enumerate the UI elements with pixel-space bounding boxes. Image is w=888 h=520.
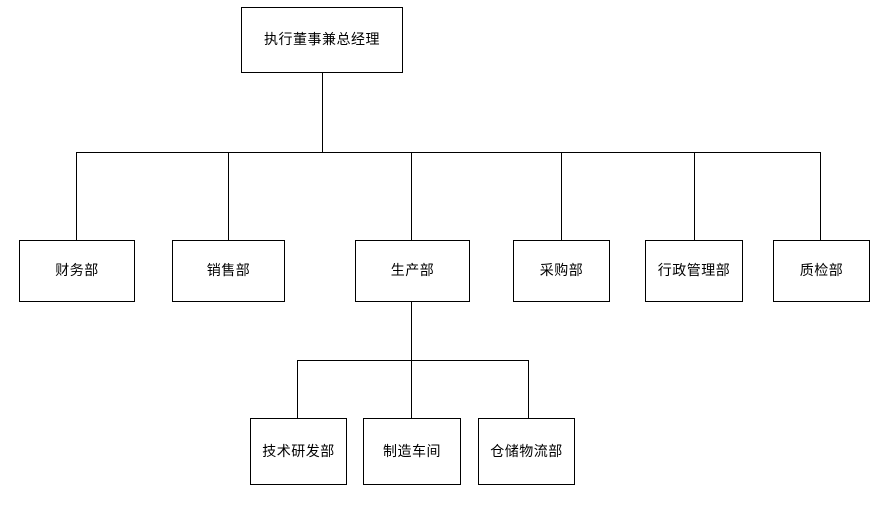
org-node-label: 采购部 [539, 263, 584, 279]
connector-drop-sales [228, 152, 229, 240]
org-node-procurement[interactable]: 采购部 [513, 240, 610, 302]
org-node-administration[interactable]: 行政管理部 [645, 240, 743, 302]
org-node-rnd[interactable]: 技术研发部 [250, 418, 347, 485]
connector-drop-rnd [297, 360, 298, 418]
org-node-label: 生产部 [390, 263, 435, 279]
org-node-finance[interactable]: 财务部 [19, 240, 135, 302]
connector-level3-bus [297, 360, 529, 361]
org-node-label: 执行董事兼总经理 [264, 32, 380, 48]
org-node-production[interactable]: 生产部 [355, 240, 470, 302]
org-node-warehousing-logistics[interactable]: 仓储物流部 [478, 418, 575, 485]
org-node-label: 仓储物流部 [490, 443, 563, 460]
connector-drop-warehousing [528, 360, 529, 418]
connector-drop-workshop [411, 360, 412, 418]
connector-drop-quality [820, 152, 821, 240]
connector-production-stem [411, 302, 412, 360]
org-node-label: 制造车间 [383, 443, 441, 460]
org-node-label: 销售部 [206, 263, 251, 279]
org-node-executive-director[interactable]: 执行董事兼总经理 [241, 7, 403, 73]
org-node-label: 行政管理部 [657, 263, 731, 279]
org-node-manufacturing-workshop[interactable]: 制造车间 [363, 418, 461, 485]
org-node-label: 质检部 [799, 263, 844, 279]
connector-root-stem [322, 73, 323, 152]
connector-drop-administration [694, 152, 695, 240]
org-node-label: 技术研发部 [262, 443, 335, 460]
connector-drop-finance [76, 152, 77, 240]
org-node-sales[interactable]: 销售部 [172, 240, 285, 302]
connector-level2-bus [76, 152, 821, 153]
org-node-label: 财务部 [55, 263, 99, 279]
connector-drop-production [411, 152, 412, 240]
org-node-quality-inspection[interactable]: 质检部 [773, 240, 870, 302]
connector-drop-procurement [561, 152, 562, 240]
